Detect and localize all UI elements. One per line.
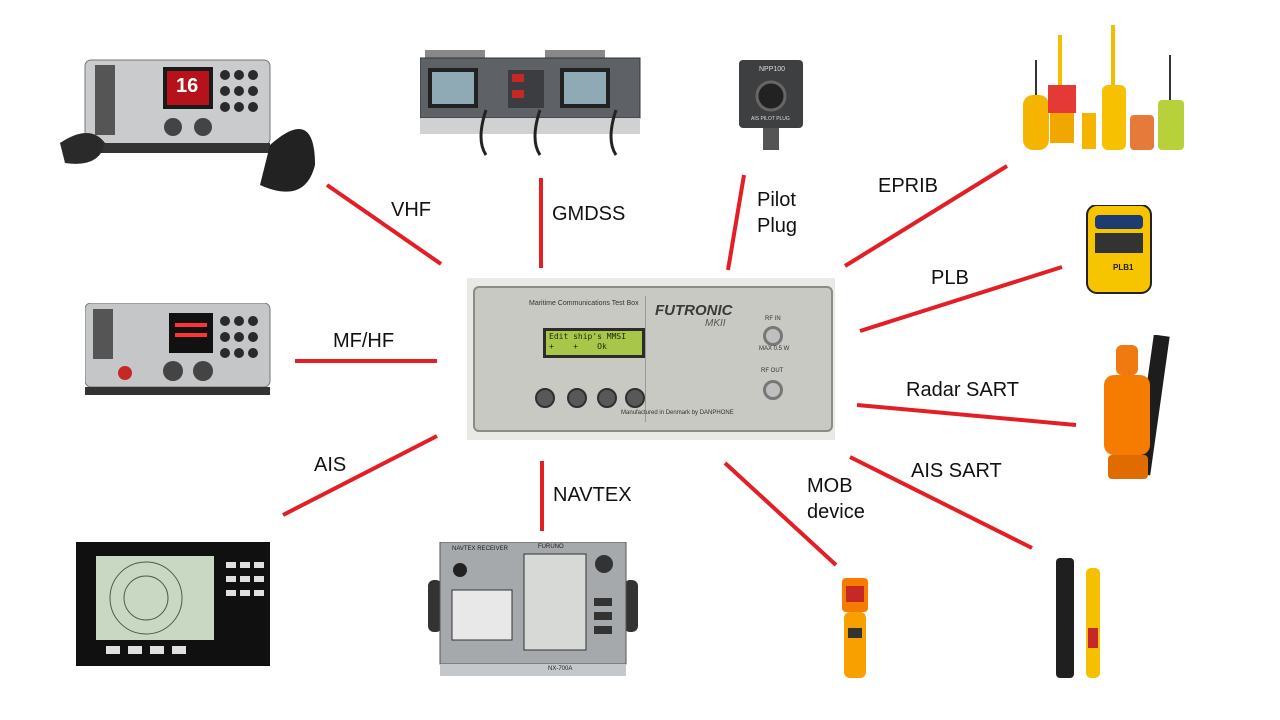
navtex-header: NAVTEX RECEIVER xyxy=(452,546,508,552)
link-line-eprib xyxy=(843,164,1009,268)
manufacturer-label: Manufactured in Denmark by DANPHONE xyxy=(621,410,734,416)
link-line-ais xyxy=(282,434,438,517)
link-line-aissart xyxy=(849,455,1033,550)
vhf-channel-display: 16 xyxy=(176,75,199,97)
label-ais: AIS xyxy=(314,454,347,476)
subtitle: Maritime Communications Test Box xyxy=(529,300,639,307)
link-line-radar xyxy=(856,403,1077,427)
label-pilot-plug: Pilot Plug xyxy=(757,189,798,237)
gmdss-console-image xyxy=(419,50,645,160)
rf-in-note: MAX 0.5 W xyxy=(759,346,790,352)
mfhf-radio-image xyxy=(84,302,275,395)
rf-in-label: RF IN xyxy=(765,316,781,322)
mob-device-image xyxy=(838,578,872,680)
plb-image: PLB1 xyxy=(1085,204,1155,295)
label-mob-device: MOB device xyxy=(807,475,865,523)
button-1 xyxy=(535,388,555,408)
radar-sart-image xyxy=(1098,334,1178,485)
button-3 xyxy=(597,388,617,408)
vhf-radio-image: 16 xyxy=(45,55,320,195)
pilot-plug-image: NPP100 AIS PILOT PLUG xyxy=(737,60,807,160)
rf-out-label: RF OUT xyxy=(761,368,784,374)
label-navtex: NAVTEX xyxy=(553,484,632,506)
navtex-receiver-image: NAVTEX RECEIVER FURUNO NX-700A xyxy=(428,541,638,677)
button-2 xyxy=(567,388,587,408)
ais-display-image xyxy=(76,542,270,666)
model-label: MKII xyxy=(705,318,726,329)
label-gmdss: GMDSS xyxy=(552,203,626,225)
label-mfhf: MF/HF xyxy=(333,330,395,352)
rf-out-connector xyxy=(763,380,783,400)
front-panel: Maritime Communications Test Box Edit sh… xyxy=(473,286,833,432)
panel-divider xyxy=(645,296,646,422)
label-ais-sart: AIS SART xyxy=(911,460,1002,482)
label-eprib: EPRIB xyxy=(878,175,939,197)
lcd-line-1: Edit ship's MMSI xyxy=(549,332,627,341)
pilot-plug-model: NPP100 xyxy=(759,66,786,73)
pilot-plug-caption: AIS PILOT PLUG xyxy=(751,116,790,122)
brand-logo: FUTRONIC xyxy=(655,302,733,319)
button-4 xyxy=(625,388,645,408)
navtex-model: NX-700A xyxy=(548,666,573,672)
link-line-plb xyxy=(859,265,1063,333)
lcd-line-2: + + Ok xyxy=(549,342,607,351)
rf-in-connector xyxy=(763,326,783,346)
label-radar-sart: Radar SART xyxy=(906,379,1020,401)
link-line-pilot xyxy=(726,174,746,271)
lcd-display: Edit ship's MMSI + + Ok xyxy=(543,328,645,358)
epirb-beacons-image xyxy=(1018,25,1188,155)
futronic-test-box: Maritime Communications Test Box Edit sh… xyxy=(467,278,835,440)
link-line-vhf xyxy=(325,183,443,266)
ais-sart-image xyxy=(1052,558,1112,683)
label-plb: PLB xyxy=(931,267,969,289)
navtex-brand: FURUNO xyxy=(538,544,564,550)
plb-model: PLB1 xyxy=(1113,263,1134,272)
link-line-mob xyxy=(723,461,838,567)
label-vhf: VHF xyxy=(391,199,431,221)
